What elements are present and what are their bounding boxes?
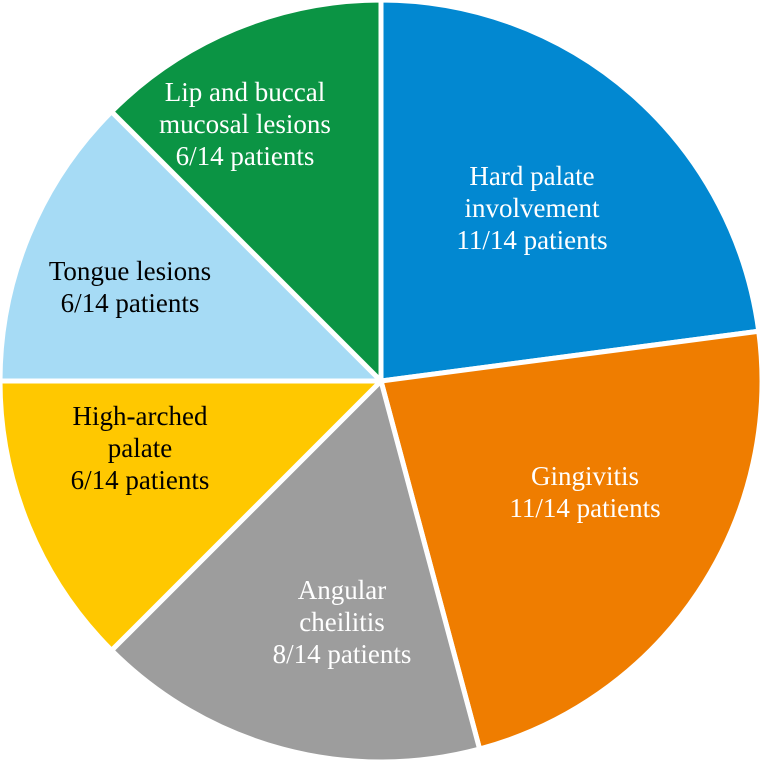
slice-label-line: 11/14 patients	[456, 225, 607, 255]
slice-label-line: palate	[108, 433, 172, 463]
slice-label-line: 6/14 patients	[61, 288, 200, 318]
slice-label-line: 11/14 patients	[509, 493, 660, 523]
slice-label-line: Gingivitis	[531, 461, 639, 491]
slice-label-line: High-arched	[73, 401, 208, 431]
slice-label-line: mucosal lesions	[159, 109, 331, 139]
pie-slice-tongue-lesions	[0, 109, 384, 384]
pie-slice-lip-and-buccal-mucosal-lesions	[109, 0, 384, 384]
slice-label-line: Lip and buccal	[165, 77, 325, 107]
pie-slice-high-arched-palate	[0, 378, 384, 653]
slice-label-line: 6/14 patients	[176, 141, 315, 171]
slice-label-line: involvement	[465, 193, 600, 223]
slice-label-line: 6/14 patients	[71, 465, 210, 495]
slice-label-line: Hard palate	[469, 161, 594, 191]
slice-label-line: Angular	[298, 575, 386, 605]
slice-label-line: 8/14 patients	[273, 639, 412, 669]
pie-slice-hard-palate-involvement	[378, 0, 762, 384]
slice-label-line: Tongue lesions	[49, 256, 211, 286]
pie-slice-gingivitis	[378, 328, 762, 752]
slice-label-line: cheilitis	[299, 607, 384, 637]
pie-slice-angular-cheilitis	[109, 378, 483, 762]
